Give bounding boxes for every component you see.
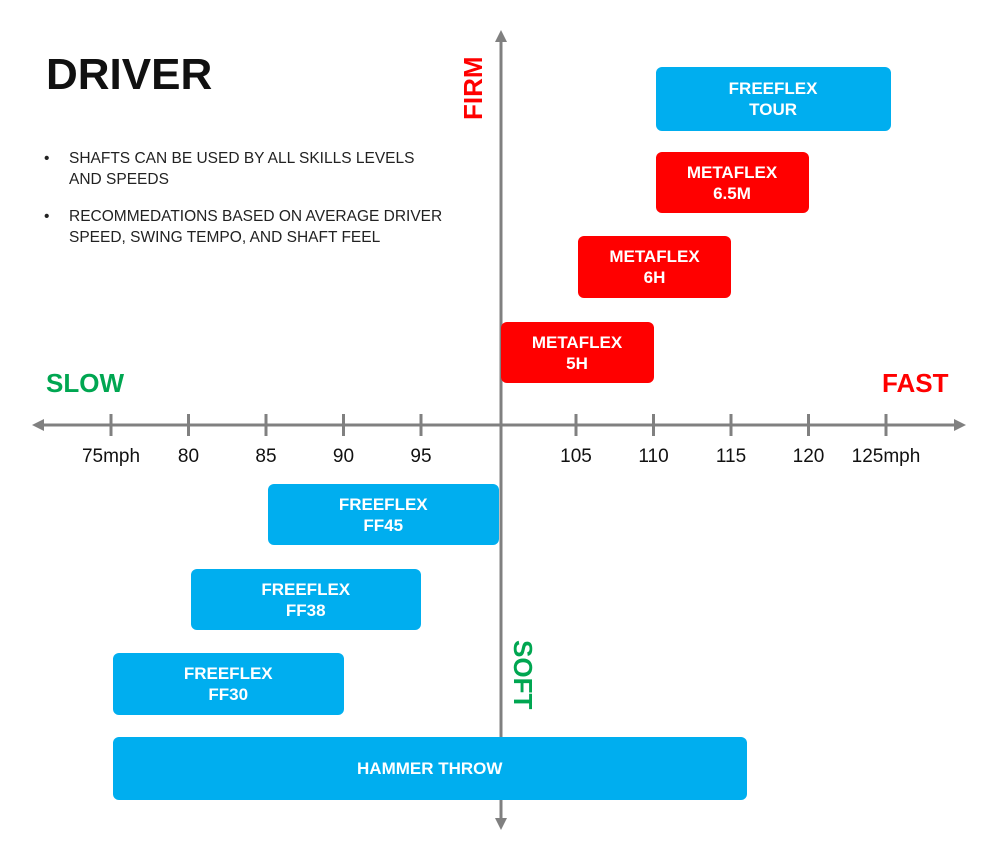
- note-item: • SHAFTS CAN BE USED BY ALL SKILLS LEVEL…: [44, 148, 444, 190]
- tick-label: 110: [638, 446, 668, 467]
- tick-label: 85: [255, 446, 276, 467]
- shaft-bar-metaflex-6h: METAFLEX 6H: [578, 236, 731, 298]
- shaft-bar-freeflex-tour: FREEFLEX TOUR: [655, 67, 891, 131]
- arrow-up-icon: [495, 30, 507, 42]
- shaft-model: FF38: [285, 600, 326, 620]
- shaft-bar-freeflex-ff30: FREEFLEX FF30: [113, 653, 344, 715]
- shaft-name: METAFLEX: [531, 332, 623, 352]
- tick-label: 125mph: [852, 446, 921, 467]
- arrow-down-icon: [495, 818, 507, 830]
- tick-label: 95: [410, 446, 431, 467]
- firm-label: FIRM: [458, 56, 488, 120]
- arrow-right-icon: [954, 419, 966, 431]
- tick-label: 90: [333, 446, 354, 467]
- bullet-icon: •: [44, 150, 50, 167]
- tick-label: 75mph: [82, 446, 140, 467]
- shaft-name: METAFLEX: [686, 162, 778, 182]
- shaft-name: METAFLEX: [609, 247, 700, 266]
- slow-label: SLOW: [46, 368, 124, 398]
- shaft-model: FF30: [208, 685, 249, 704]
- shaft-name: FREEFLEX: [338, 494, 428, 514]
- shaft-name: FREEFLEX: [261, 579, 351, 599]
- shaft-bar-hammer-throw: HAMMER THROW: [113, 737, 747, 800]
- shaft-model: 6.5M: [713, 183, 751, 203]
- tick-label: 120: [793, 446, 825, 467]
- page-title: DRIVER: [46, 50, 213, 99]
- notes-list: • SHAFTS CAN BE USED BY ALL SKILLS LEVEL…: [44, 148, 444, 264]
- bullet-icon: •: [44, 208, 50, 225]
- fast-label: FAST: [882, 368, 949, 398]
- shaft-name: HAMMER THROW: [357, 759, 503, 778]
- shaft-model: 5H: [566, 353, 588, 373]
- note-text: SHAFTS CAN BE USED BY ALL SKILLS LEVELS …: [69, 150, 415, 188]
- soft-label: SOFT: [508, 640, 538, 710]
- shaft-model: TOUR: [749, 100, 797, 119]
- shaft-model: FF45: [363, 515, 404, 535]
- tick-label: 115: [716, 446, 746, 467]
- shaft-model: 6H: [643, 268, 666, 287]
- note-text: RECOMMEDATIONS BASED ON AVERAGE DRIVER S…: [69, 208, 443, 246]
- tick-label: 105: [560, 446, 592, 467]
- shaft-name: FREEFLEX: [728, 79, 818, 98]
- tick-label: 80: [178, 446, 199, 467]
- arrow-left-icon: [32, 419, 44, 431]
- shaft-name: FREEFLEX: [183, 664, 273, 683]
- note-item: • RECOMMEDATIONS BASED ON AVERAGE DRIVER…: [44, 206, 444, 248]
